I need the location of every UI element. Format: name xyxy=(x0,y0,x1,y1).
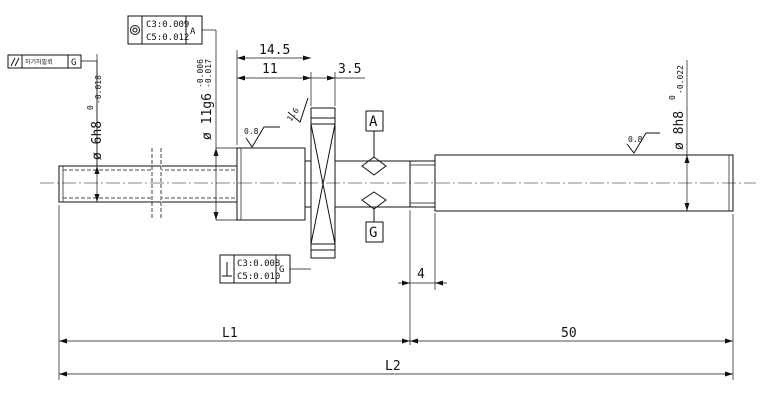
roughness-seat: 0.8 xyxy=(244,126,280,148)
tolerance-frame-coaxial: C3:0.009 C5:0.012 A xyxy=(127,15,216,45)
svg-text:G: G xyxy=(71,58,76,68)
svg-text:허기허필뢰: 허기허필뢰 xyxy=(25,58,53,66)
svg-text:0: 0 xyxy=(668,95,677,100)
tolerance-frame-runout: 허기허필뢰 G xyxy=(7,54,98,166)
tolerance-frame-perpendicular: C3:0.008 C5:0.010 G xyxy=(219,254,311,284)
dim-4: 4 xyxy=(417,267,425,282)
roughness-shaft-end: 0.8 xyxy=(626,132,660,154)
svg-text:0.8: 0.8 xyxy=(244,127,259,136)
perpendicular-symbol-icon xyxy=(222,262,232,277)
svg-text:A: A xyxy=(190,27,196,37)
svg-text:0: 0 xyxy=(86,105,95,110)
diameter-shaft-end: ø 8h8 0 -0.022 xyxy=(668,60,690,211)
svg-text:ø 8h8: ø 8h8 xyxy=(672,111,687,150)
threaded-section xyxy=(58,165,238,203)
svg-text:-0.018: -0.018 xyxy=(94,75,103,104)
dim-11: 11 xyxy=(262,62,278,77)
datum-a-letter: A xyxy=(369,114,378,130)
svg-text:-0.017: -0.017 xyxy=(204,59,213,88)
datum-g-letter: G xyxy=(369,225,377,241)
dim-50: 50 xyxy=(561,326,577,341)
svg-text:-0.006: -0.006 xyxy=(196,59,205,88)
seat-neck xyxy=(304,160,312,208)
dim-14-5: 14.5 xyxy=(259,43,290,58)
svg-text:C3:0.008: C3:0.008 xyxy=(237,259,280,269)
svg-text:G: G xyxy=(279,265,284,275)
svg-text:C5:0.010: C5:0.010 xyxy=(237,272,280,282)
svg-text:C5:0.012: C5:0.012 xyxy=(146,33,189,43)
relief-groove xyxy=(409,160,436,208)
runout-symbol-icon xyxy=(10,57,20,67)
break-gap xyxy=(152,146,162,222)
coaxial-symbol-icon xyxy=(130,25,140,35)
mid-shaft xyxy=(334,160,411,208)
datum-a-marker xyxy=(361,156,387,176)
bearing-seat-section xyxy=(236,147,306,221)
datum-a-box xyxy=(365,110,384,132)
svg-text:-0.022: -0.022 xyxy=(676,65,685,94)
top-dimensions: 14.5 11 3.5 xyxy=(236,43,365,145)
svg-text:C3:0.009: C3:0.009 xyxy=(146,20,189,30)
diameter-bearing-seat: ø 11g6 -0.006 -0.017 xyxy=(196,30,237,221)
dim-l2: L2 xyxy=(385,359,401,374)
datum-g-box xyxy=(365,221,384,243)
dim-l1: L1 xyxy=(222,326,238,341)
bottom-dimensions: 4 L1 50 L2 xyxy=(58,205,734,380)
flange-cross-2 xyxy=(310,123,336,245)
svg-text:ø 6h8: ø 6h8 xyxy=(90,121,105,160)
svg-text:ø 11g6: ø 11g6 xyxy=(200,93,215,140)
shaft-outline xyxy=(58,107,734,259)
svg-text:0.8: 0.8 xyxy=(628,135,643,144)
roughness-flange: 1.6 xyxy=(285,97,309,123)
dim-3-5: 3.5 xyxy=(338,62,361,77)
